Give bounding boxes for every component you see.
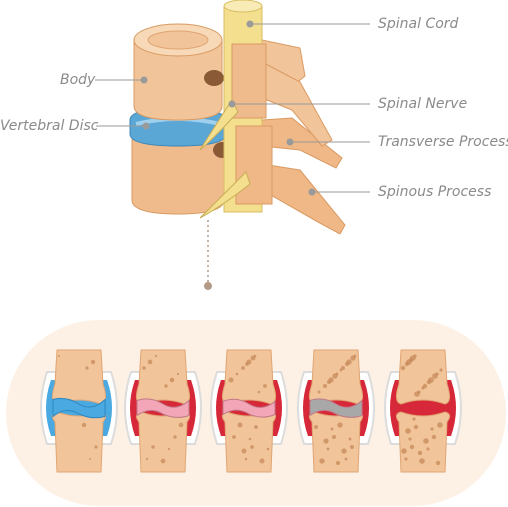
joint-stages — [40, 349, 462, 473]
spinal-nerve-upper — [199, 99, 239, 151]
label-spinal-nerve: Spinal Nerve — [378, 96, 468, 112]
label-spinal-cord: Spinal Cord — [378, 16, 459, 32]
leader-lines — [95, 20, 370, 196]
spinal-nerve-lower — [199, 171, 251, 219]
label-transverse-process: Transverse Process — [378, 134, 508, 150]
spinous-process-shape — [261, 164, 346, 235]
label-vertebral-disc: Vertebral Disc — [0, 118, 99, 134]
joint-stage-3 — [210, 349, 288, 473]
transverse-process-lower — [261, 117, 343, 169]
vertebra-illustration — [129, 0, 346, 290]
label-spinous-process: Spinous Process — [378, 184, 492, 200]
joint-stage-4 — [297, 349, 375, 473]
joint-stage-5 — [384, 349, 462, 473]
upper-vertebral-body — [133, 39, 223, 121]
joint-stage-2 — [124, 349, 202, 473]
joint-stage-1 — [40, 349, 118, 473]
label-body: Body — [60, 72, 96, 88]
